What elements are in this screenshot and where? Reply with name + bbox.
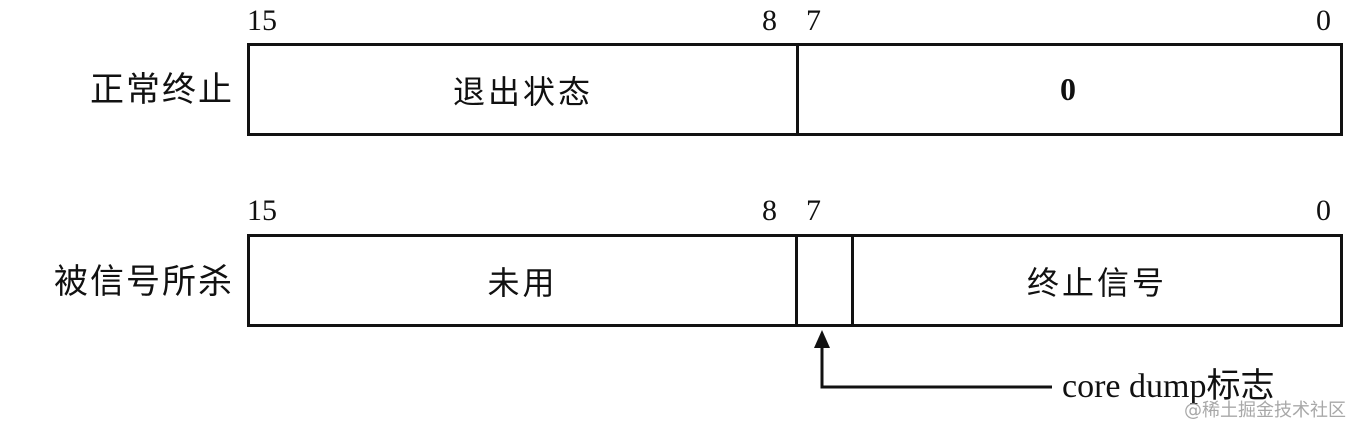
bit-15-label: 15 bbox=[247, 194, 277, 227]
row-label: 正常终止 bbox=[90, 70, 234, 110]
status-word-box: 退出状态 0 bbox=[247, 43, 1343, 136]
bit-7-label: 7 bbox=[806, 194, 821, 227]
bit-8-label: 8 bbox=[762, 194, 777, 227]
field-low-byte-zero: 0 bbox=[1060, 71, 1079, 107]
field-divider bbox=[796, 46, 799, 133]
field-termination-signal: 终止信号 bbox=[1026, 263, 1167, 302]
core-dump-flag-label: core dump标志 bbox=[1062, 368, 1275, 405]
bit-0-label: 0 bbox=[1316, 4, 1331, 37]
bit-0-label: 0 bbox=[1316, 194, 1331, 227]
field-divider bbox=[795, 237, 798, 324]
status-word-box: 未用 终止信号 bbox=[247, 234, 1343, 327]
field-unused: 未用 bbox=[487, 263, 558, 302]
bit-8-label: 8 bbox=[762, 4, 777, 37]
bit-15-label: 15 bbox=[247, 4, 277, 37]
field-divider bbox=[851, 237, 854, 324]
watermark: @稀土掘金技术社区 bbox=[1184, 400, 1346, 421]
row-label: 被信号所杀 bbox=[54, 262, 234, 302]
field-exit-status: 退出状态 bbox=[452, 72, 593, 111]
bit-7-label: 7 bbox=[806, 4, 821, 37]
